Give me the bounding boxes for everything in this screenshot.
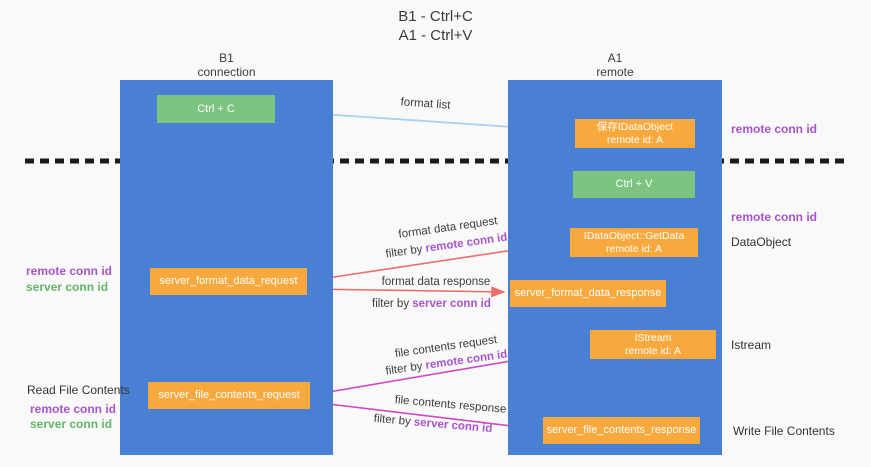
filter-by-text: filter by [372,298,413,310]
format-data-response-label: format data response [381,276,491,288]
istream-line2: remote id: A [624,344,682,357]
left-server-conn-id-2: server conn id [30,417,113,431]
read-file-contents-label: Read File Contents [27,383,130,397]
store-dataobject-line1: 保存IDataObject [596,120,674,133]
lane-header-a1: A1 remote [508,51,722,79]
lane-a1-subtitle: remote [596,65,634,79]
lane-b1-title: B1 [219,51,234,65]
ctrl-c-box: Ctrl + C [157,95,275,123]
store-dataobject-line2: remote id: A [606,133,664,146]
right-remote-conn-id-1: remote conn id [731,122,818,136]
format-list-label: format list [400,96,451,112]
left-remote-conn-id-1: remote conn id [26,264,113,278]
idataobject-getdata-box: IDataObject::GetData remote id: A [570,228,698,257]
format-data-response-arrow [308,286,506,298]
file-contents-response-label: file contents response [394,394,507,416]
lane-a1-title: A1 [607,51,623,65]
left-server-conn-id-1: server conn id [26,280,109,294]
getdata-line1: IDataObject::GetData [583,229,685,242]
server-file-contents-response-box: server_file_contents_response [543,417,700,444]
filter-by-text: filter by [384,242,427,261]
server-format-data-response-box: server_format_data_response [510,280,666,307]
title-line-1: B1 - Ctrl+C [398,8,473,25]
istream-box: IStream remote id: A [590,330,716,359]
write-file-contents-label: Write File Contents [733,424,835,438]
title-line-2: A1 - Ctrl+V [398,27,473,44]
lane-header-b1: B1 connection [120,51,333,79]
istream-side-label: Istream [731,338,772,352]
right-remote-conn-id-2: remote conn id [731,210,818,224]
getdata-line2: remote id: A [605,242,663,255]
diagram-title: B1 - Ctrl+C A1 - Ctrl+V [0,7,871,45]
server-format-data-request-box: server_format_data_request [150,268,307,295]
lane-b1-subtitle: connection [197,65,256,79]
filter-by-server-label-1: filter by server conn id [372,298,491,310]
left-remote-conn-id-2: remote conn id [30,402,117,416]
server-file-contents-request-box: server_file_contents_request [148,382,310,409]
store-dataobject-box: 保存IDataObject remote id: A [575,119,695,148]
istream-line1: IStream [634,331,672,344]
dataobject-label: DataObject [731,235,792,249]
filter-by-server-label-2: filter by server conn id [373,413,494,435]
filter-by-text: filter by [384,359,427,378]
server-conn-id-text: server conn id [413,416,493,436]
ctrl-v-box: Ctrl + V [573,171,695,198]
filter-by-text: filter by [373,412,415,429]
server-conn-id-text: server conn id [412,298,491,310]
